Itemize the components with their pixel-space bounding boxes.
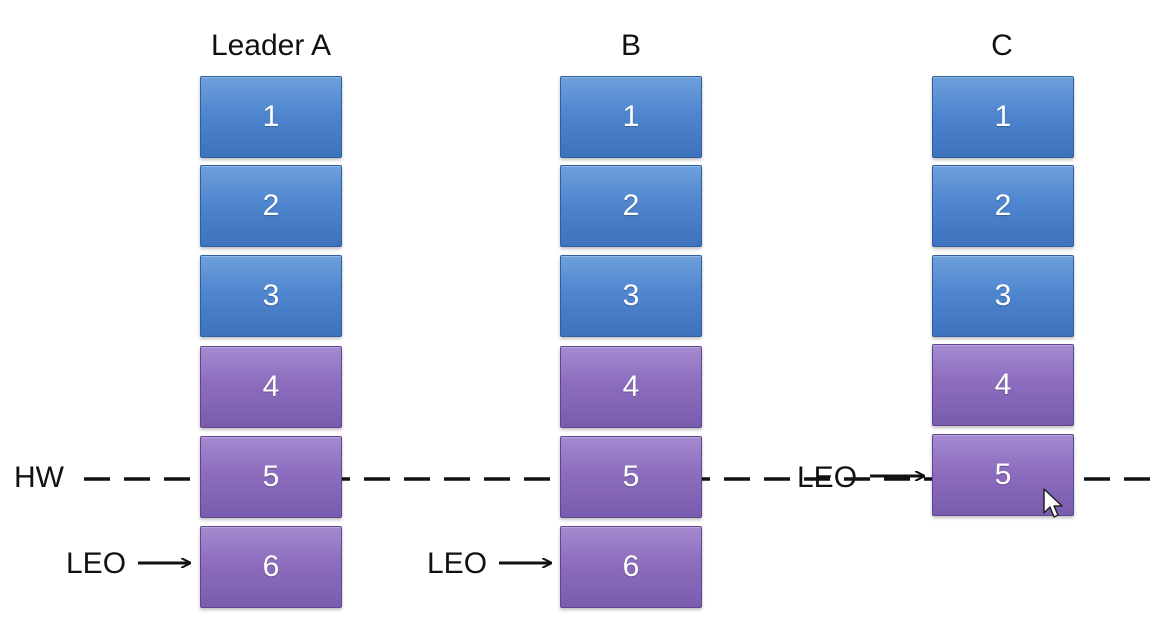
hw-label: HW (14, 461, 64, 494)
column-title-b: B (620, 29, 641, 62)
log-block-b-5: 5 (560, 436, 702, 518)
log-block-a-4: 4 (200, 346, 342, 428)
column-title-leader-a: Leader A (210, 29, 332, 62)
log-block-a-1: 1 (200, 76, 342, 158)
log-block-a-3: 3 (200, 255, 342, 337)
log-block-c-2: 2 (932, 165, 1074, 247)
log-block-b-2: 2 (560, 165, 702, 247)
leo-b-label: LEO (427, 547, 488, 580)
leo-a-label: LEO (66, 547, 127, 580)
log-block-c-4: 4 (932, 344, 1074, 426)
leo-c-label: LEO (797, 461, 858, 494)
log-block-c-1: 1 (932, 76, 1074, 158)
log-block-b-3: 3 (560, 255, 702, 337)
log-block-a-2: 2 (200, 165, 342, 247)
log-block-a-5: 5 (200, 436, 342, 518)
mouse-pointer-icon (1043, 488, 1063, 518)
log-block-a-6: 6 (200, 526, 342, 608)
column-title-c: C (991, 29, 1013, 62)
log-block-b-4: 4 (560, 346, 702, 428)
log-block-b-6: 6 (560, 526, 702, 608)
log-block-b-1: 1 (560, 76, 702, 158)
log-block-c-3: 3 (932, 255, 1074, 337)
